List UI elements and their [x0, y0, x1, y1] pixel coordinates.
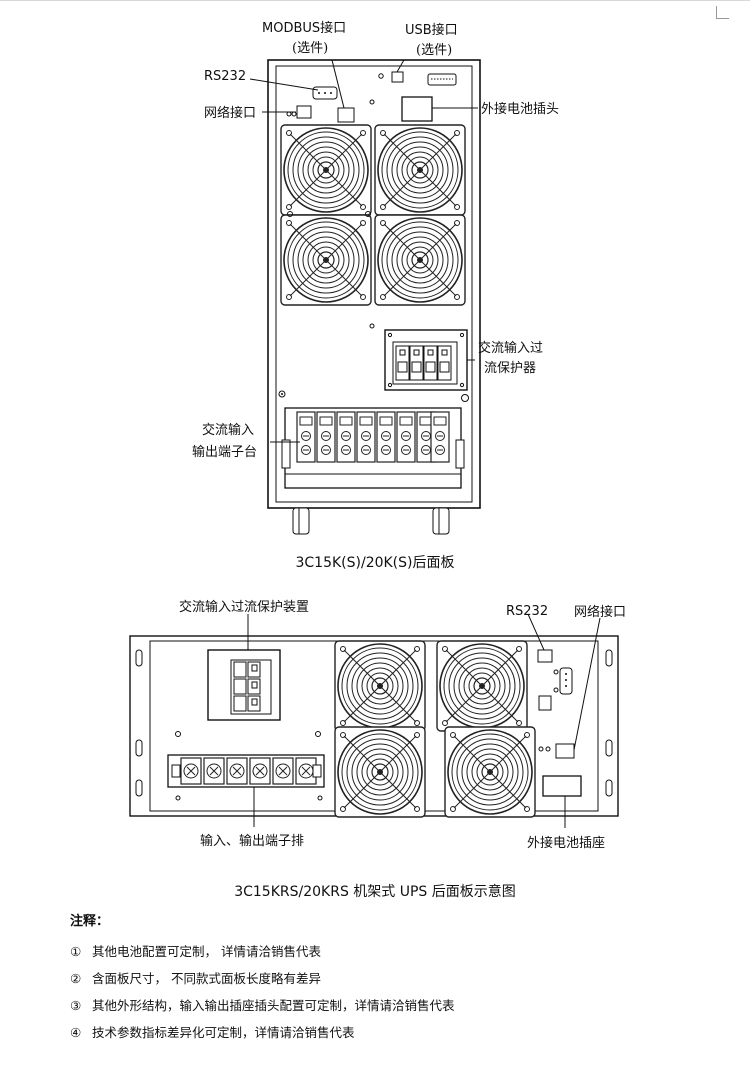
notes-title: 注释：: [70, 914, 110, 929]
note-item: ② 含面板尺寸， 不同款式面板长度略有差异: [70, 970, 670, 997]
tower-breaker: [384, 329, 468, 391]
tower-usb-port: [391, 71, 404, 83]
tower-rear-panel: [267, 59, 481, 535]
tower-fan-2: [375, 125, 465, 215]
rack-rs232-port: [537, 649, 553, 663]
notes-section: 注释： ① 其他电池配置可定制， 详情请洽销售代表 ② 含面板尺寸， 不同款式面板长…: [70, 910, 670, 1051]
tower-modbus-option-label: (选件): [292, 41, 328, 56]
rack-battery-socket: [542, 775, 582, 797]
note-text: 其他外形结构，输入输出插座插头配置可定制，详情请洽销售代表: [92, 998, 455, 1013]
rack-rs232-label: RS232: [506, 604, 548, 619]
rack-fan-4: [445, 727, 535, 817]
rack-battery-label: 外接电池插座: [527, 835, 605, 851]
rack-db9-port: [559, 667, 573, 695]
note-item: ③ 其他外形结构，输入输出插座插头配置可定制，详情请洽销售代表: [70, 997, 670, 1024]
tower-fan-3: [281, 215, 371, 305]
corner-mark: [716, 6, 729, 19]
note-number: ③: [70, 998, 82, 1013]
tower-network-port: [296, 105, 312, 119]
rack-terminal-block: [167, 754, 325, 788]
rack-breaker: [207, 649, 281, 721]
tower-caption: 3C15K(S)/20K(S)后面板: [295, 555, 454, 571]
tower-rs232-port: [312, 86, 338, 100]
rear-panel-diagrams: MODBUS接口 (选件) USB接口 (选件) RS232 网络接口 外接电池…: [129, 20, 626, 900]
tower-terminal-label-2: 输出端子台: [192, 444, 257, 460]
tower-usb-option-label: (选件): [416, 43, 452, 58]
note-item: ④ 技术参数指标差异化可定制，详情请洽销售代表: [70, 1024, 670, 1051]
tower-usb-label: USB接口: [405, 22, 458, 38]
note-text: 其他电池配置可定制， 详情请洽销售代表: [92, 944, 321, 959]
tower-network-label: 网络接口: [204, 105, 256, 121]
note-number: ②: [70, 971, 82, 986]
tower-feet: [292, 507, 450, 535]
rack-caption: 3C15KRS/20KRS 机架式 UPS 后面板示意图: [234, 883, 516, 900]
rack-network-port: [555, 743, 575, 759]
rack-fan-2: [437, 641, 527, 731]
rack-fan-3: [335, 727, 425, 817]
note-number: ①: [70, 944, 82, 959]
rack-terminal-label: 输入、输出端子排: [200, 833, 304, 849]
note-text: 含面板尺寸， 不同款式面板长度略有差异: [92, 971, 321, 986]
tower-terminal-label-1: 交流输入: [202, 422, 254, 438]
rack-network-label: 网络接口: [574, 604, 626, 620]
rack-rear-panel: [129, 635, 619, 817]
tower-fan-1: [281, 125, 371, 215]
tower-battery-label: 外接电池插头: [481, 101, 559, 117]
tower-fan-4: [375, 215, 465, 305]
tower-rs232-label: RS232: [204, 69, 246, 84]
tower-breaker-label-1: 交流输入过: [478, 340, 543, 356]
page-top-border: [0, 0, 750, 1]
tower-modbus-port: [337, 107, 355, 123]
note-item: ① 其他电池配置可定制， 详情请洽销售代表: [70, 943, 670, 970]
tower-terminal-block: [281, 407, 465, 489]
rack-breaker-label: 交流输入过流保护装置: [179, 599, 309, 615]
note-number: ④: [70, 1025, 82, 1040]
note-text: 技术参数指标差异化可定制，详情请洽销售代表: [92, 1025, 355, 1040]
tower-breaker-label-2: 流保护器: [484, 361, 536, 376]
rack-fan-1: [335, 641, 425, 731]
tower-battery-connector: [401, 96, 433, 122]
tower-modbus-label: MODBUS接口: [262, 20, 346, 36]
